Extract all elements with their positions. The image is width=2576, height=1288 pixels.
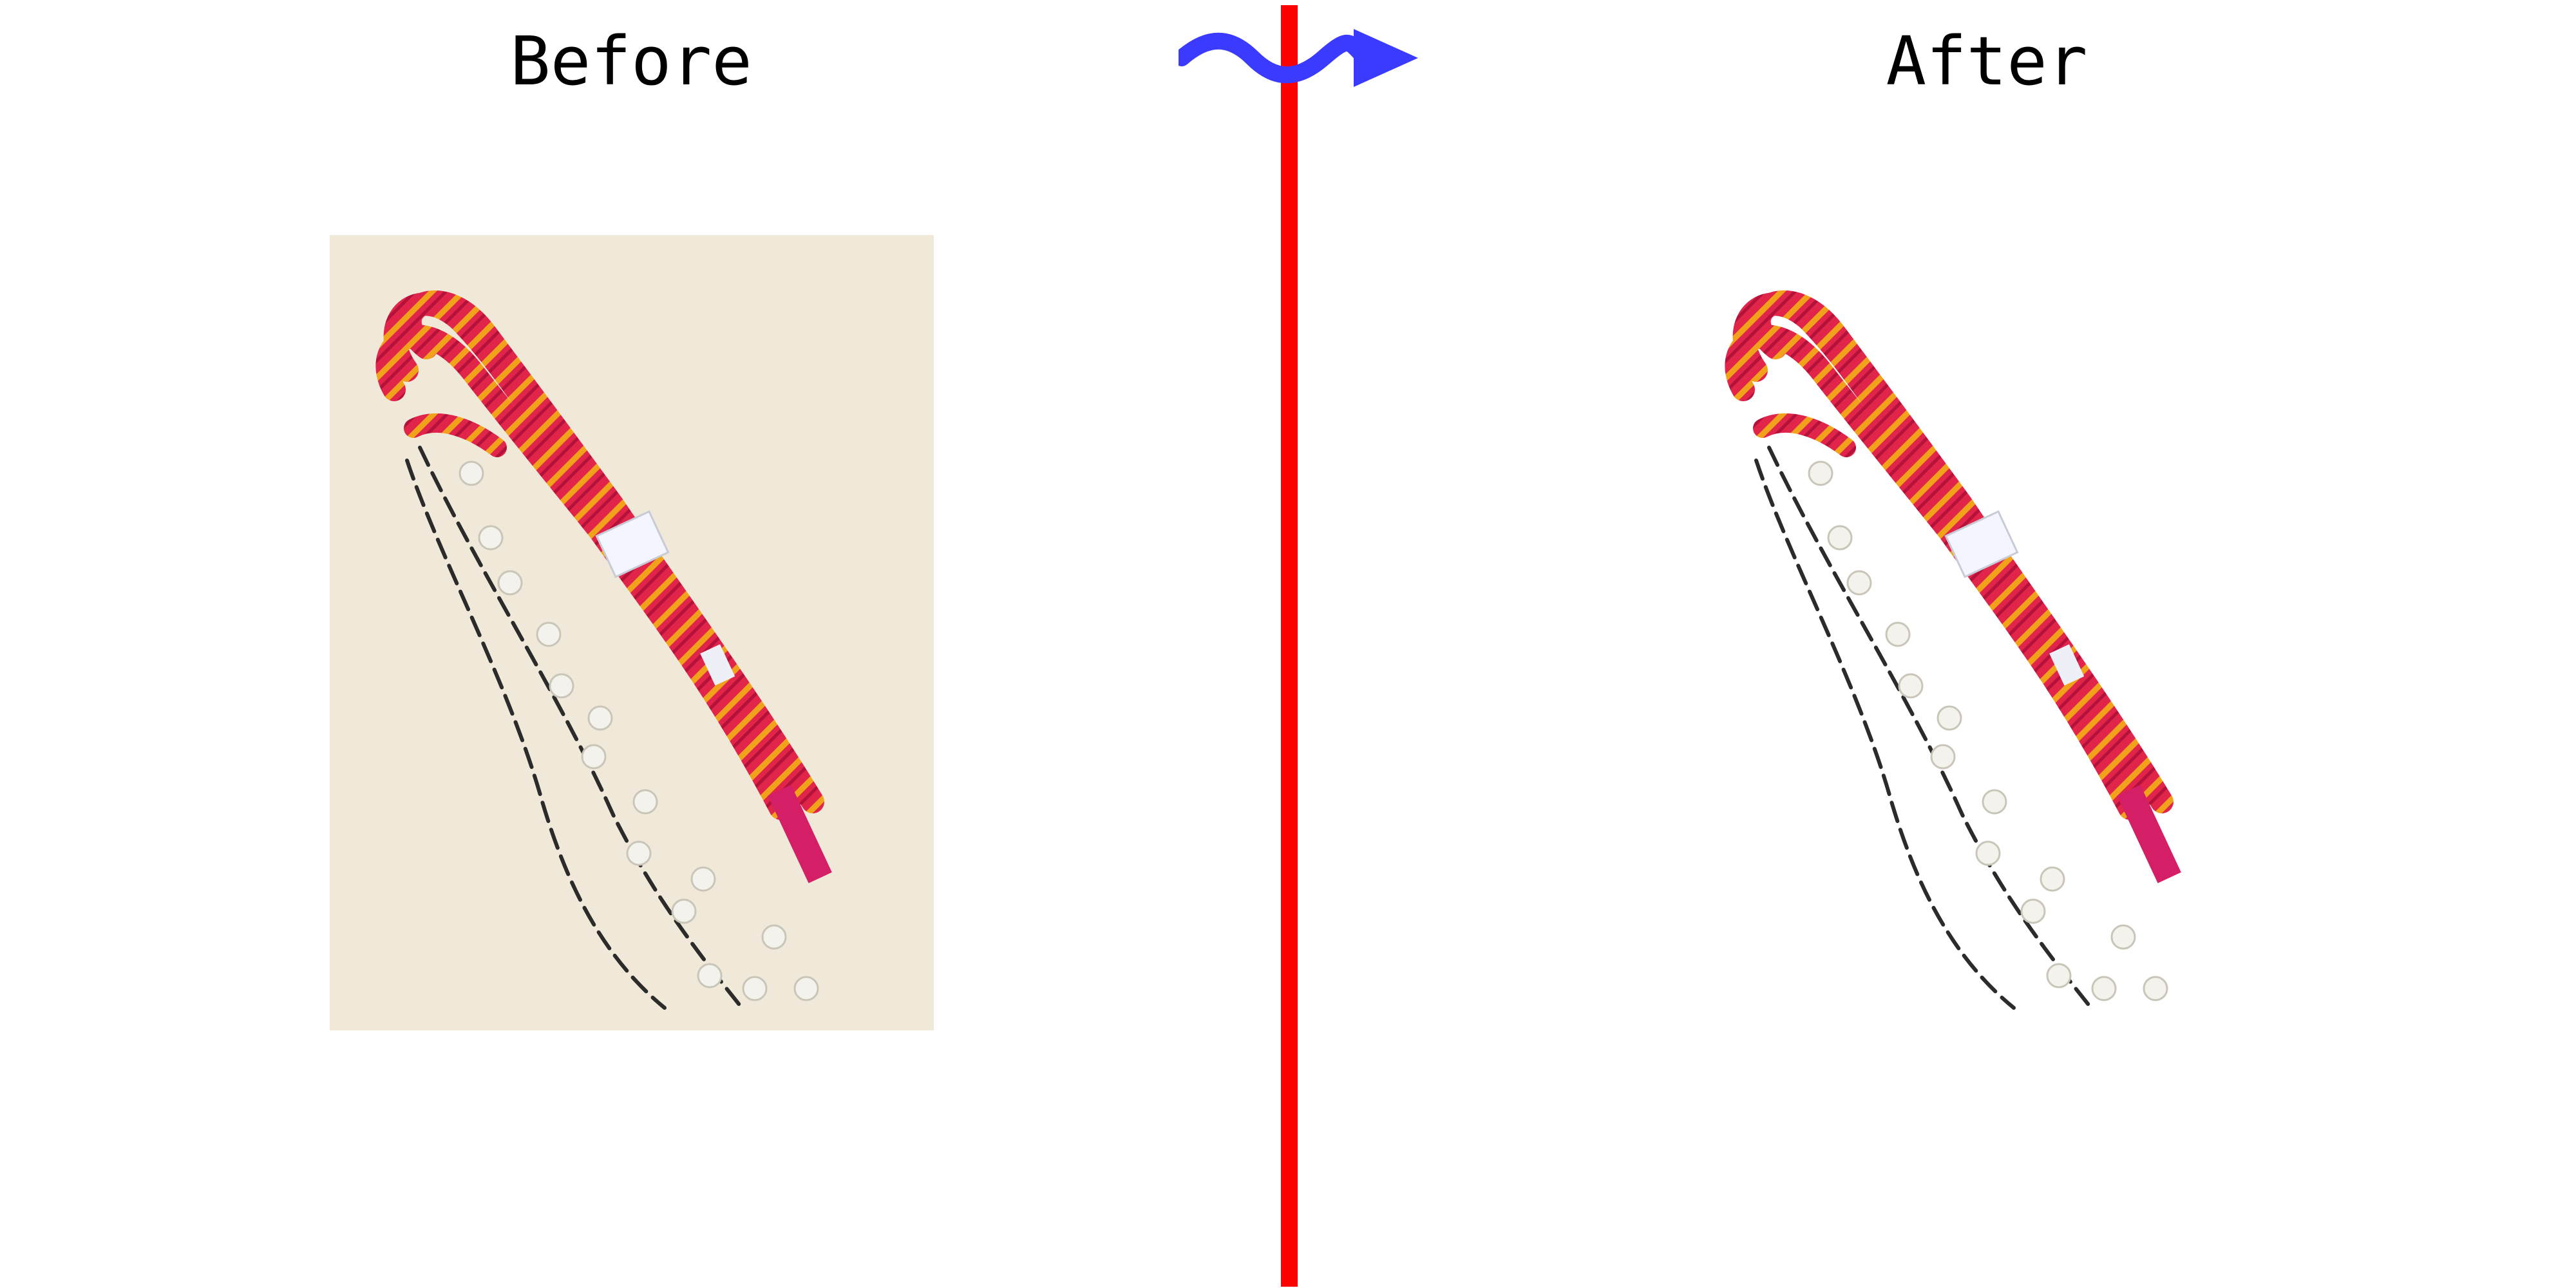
divider-line: [1281, 5, 1298, 1287]
before-photo-background: [330, 235, 934, 1030]
after-product-image: [1725, 290, 2181, 1010]
before-product-image: [375, 290, 832, 1010]
before-heading: Before: [510, 22, 752, 100]
wavy-right-arrow-icon: [1179, 29, 1418, 87]
after-heading: After: [1886, 22, 2088, 100]
